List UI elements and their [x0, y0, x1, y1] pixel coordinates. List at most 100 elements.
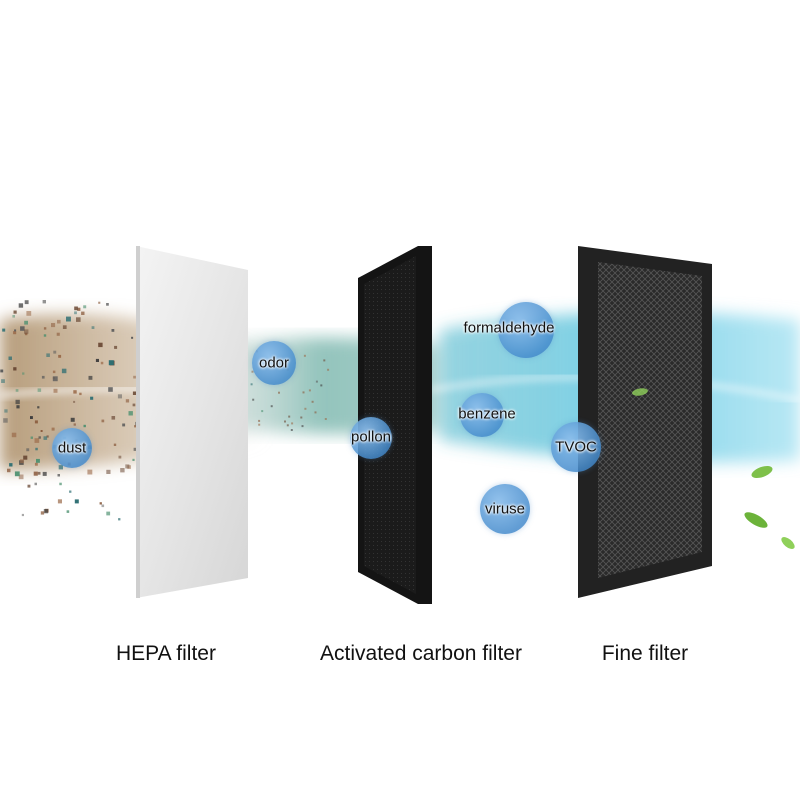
- particle: [286, 424, 289, 427]
- particle: [43, 334, 47, 337]
- odor-bubble: [252, 341, 296, 385]
- particle: [132, 403, 136, 407]
- particle: [98, 342, 103, 348]
- particle: [35, 447, 38, 451]
- pollon-bubble: [350, 417, 392, 459]
- particle: [290, 429, 293, 431]
- particle: [40, 511, 45, 515]
- particle: [113, 443, 117, 446]
- particle: [0, 369, 4, 373]
- particle: [252, 398, 255, 401]
- particle: [61, 368, 67, 374]
- particle: [125, 399, 130, 403]
- leaf-icon: [632, 388, 795, 549]
- particle: [132, 391, 137, 395]
- particle: [132, 458, 135, 461]
- particle: [56, 332, 60, 336]
- particle: [20, 459, 24, 464]
- particle: [26, 311, 32, 316]
- particle: [88, 375, 93, 380]
- particle: [81, 311, 85, 315]
- particle: [18, 303, 24, 308]
- particle: [120, 468, 125, 473]
- particle: [100, 361, 104, 365]
- particle: [13, 367, 17, 371]
- carbon-filter-caption: Activated carbon filter: [320, 642, 522, 665]
- particle: [14, 471, 20, 477]
- particle: [57, 319, 61, 324]
- particle: [324, 418, 327, 420]
- particle: [133, 447, 137, 451]
- fine-filter-panel: [578, 246, 712, 598]
- particle: [41, 375, 45, 379]
- particle: [74, 306, 78, 311]
- particle: [24, 329, 29, 334]
- particle: [106, 469, 111, 474]
- particle: [111, 329, 115, 332]
- particle: [114, 345, 118, 349]
- particle: [73, 423, 76, 426]
- particle: [74, 499, 79, 504]
- particle: [2, 328, 6, 332]
- particle: [308, 389, 311, 392]
- particle: [122, 423, 126, 427]
- particle: [12, 315, 15, 318]
- particle: [108, 360, 114, 366]
- particle: [1, 379, 5, 383]
- particle: [69, 490, 72, 493]
- particle: [18, 474, 24, 480]
- particle: [9, 463, 13, 467]
- particle: [288, 415, 291, 418]
- particle: [7, 468, 11, 473]
- particle: [250, 383, 253, 386]
- particle: [284, 420, 286, 423]
- particle: [101, 419, 105, 423]
- particle: [57, 499, 62, 504]
- particle: [311, 400, 314, 403]
- particle: [36, 458, 40, 463]
- particle: [33, 471, 38, 476]
- fine-filter-caption: Fine filter: [601, 642, 689, 665]
- particle: [315, 380, 318, 383]
- particle: [40, 430, 43, 432]
- particle: [118, 518, 121, 521]
- particle: [304, 407, 307, 410]
- particle: [42, 471, 47, 476]
- particle: [13, 331, 17, 335]
- particle: [258, 419, 261, 422]
- benzene-label: benzene: [458, 405, 516, 423]
- particle: [128, 411, 133, 416]
- particle: [24, 300, 29, 305]
- particle: [303, 354, 306, 357]
- particle: [83, 424, 86, 428]
- particle: [13, 310, 17, 314]
- particle: [26, 448, 30, 452]
- odor-label: odor: [258, 354, 290, 372]
- formaldehyde-label: formaldehyde: [463, 319, 555, 337]
- particle: [301, 425, 304, 428]
- particle: [23, 455, 28, 460]
- particle: [57, 474, 60, 477]
- particle: [16, 405, 20, 409]
- particle: [133, 375, 136, 379]
- particle: [42, 300, 46, 304]
- particle: [24, 320, 28, 325]
- particle: [300, 416, 303, 419]
- particle: [59, 482, 62, 486]
- particle: [98, 301, 101, 304]
- particle: [111, 416, 116, 420]
- particle: [34, 438, 40, 443]
- particle: [95, 358, 99, 362]
- particle: [53, 350, 57, 354]
- particle: [117, 394, 122, 399]
- particle: [52, 370, 56, 374]
- particle: [73, 400, 76, 403]
- particle: [37, 406, 40, 409]
- particle: [90, 396, 94, 400]
- particle: [327, 368, 330, 371]
- particle: [34, 482, 37, 486]
- particle: [83, 305, 87, 309]
- particle: [134, 425, 137, 428]
- particle: [15, 389, 19, 392]
- particle: [79, 392, 82, 396]
